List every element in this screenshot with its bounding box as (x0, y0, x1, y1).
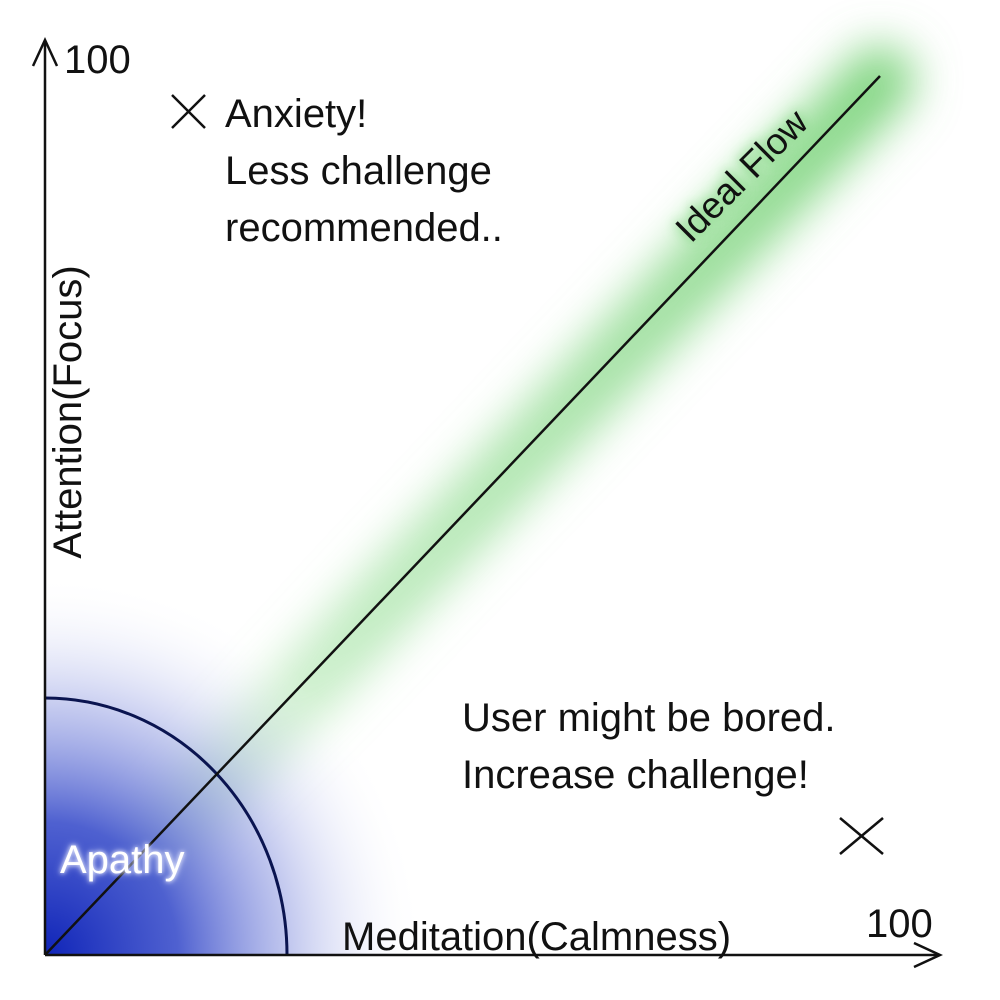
anxiety-annotation: Anxiety! Less challenge recommended.. (225, 86, 503, 257)
x-mark-icon (839, 817, 884, 855)
apathy-label: Apathy (60, 838, 185, 882)
y-axis-title: Attention(Focus) (46, 265, 90, 559)
anxiety-line-3: recommended.. (225, 206, 503, 250)
boredom-annotation: User might be bored. Increase challenge! (462, 690, 836, 804)
x-mark-icon (171, 94, 206, 129)
bored-line-1: User might be bored. (462, 696, 836, 740)
ideal-flow-line (44, 75, 881, 956)
y-axis-max-label: 100 (64, 38, 131, 82)
anxiety-line-1: Anxiety! (225, 92, 368, 136)
bored-line-2: Increase challenge! (462, 753, 809, 797)
x-axis-max-label: 100 (866, 902, 933, 946)
anxiety-line-2: Less challenge (225, 149, 492, 193)
apathy-zone (45, 560, 465, 955)
x-axis-title: Meditation(Calmness) (342, 915, 732, 959)
y-axis (31, 37, 59, 955)
x-axis (45, 941, 943, 969)
